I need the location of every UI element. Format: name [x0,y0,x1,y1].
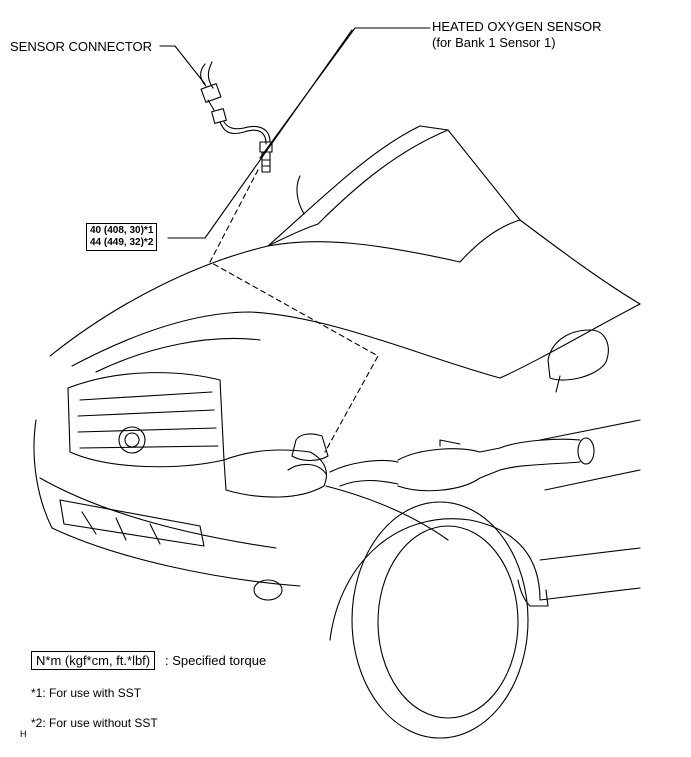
vehicle-body [33,125,641,739]
corner-mark: H [20,729,27,739]
heated-oxygen-sensor-sublabel: (for Bank 1 Sensor 1) [432,35,556,50]
torque-spec-box: 40 (408, 30)*1 44 (449, 32)*2 [86,223,158,251]
torque-unit-description: : Specified torque [165,653,267,668]
location-callout [209,169,379,453]
footnote-2: *2: For use without SST [31,716,158,730]
leader-lines [159,27,431,239]
torque-spec-line2: 44 (449, 32)*2 [90,237,154,248]
torque-spec-line1: 40 (408, 30)*1 [90,225,154,236]
oxygen-sensor-icon [200,61,273,173]
sensor-connector-label: SENSOR CONNECTOR [10,39,153,54]
torque-unit-box: N*m (kgf*cm, ft.*lbf) [31,651,156,670]
tire [351,501,529,739]
footnote-1: *1: For use with SST [31,686,142,700]
heated-oxygen-sensor-label: HEATED OXYGEN SENSOR [432,19,602,34]
